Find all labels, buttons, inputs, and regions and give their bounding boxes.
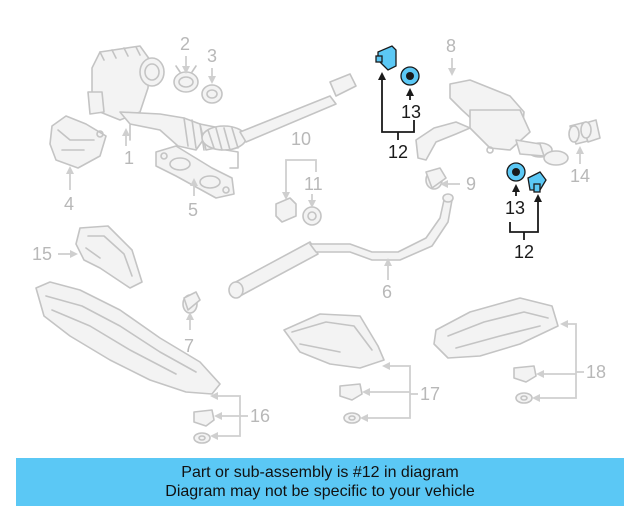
part-14-tail-pipe-tips[interactable] [568, 119, 601, 145]
part-5-flange-gasket[interactable] [155, 145, 235, 199]
callout-label-14: 14 [570, 166, 590, 186]
part-4-heat-shield[interactable] [49, 115, 107, 169]
part-17-bracket[interactable] [339, 383, 363, 424]
callout-label-15: 15 [32, 244, 52, 264]
callout-label-3: 3 [207, 46, 217, 66]
callout-label-12-lower: 12 [514, 242, 534, 262]
callout-label-2: 2 [180, 34, 190, 54]
callout-label-5: 5 [188, 200, 198, 220]
part-13-bushing-upper[interactable] [400, 66, 420, 86]
callout-label-12-upper: 12 [388, 142, 408, 162]
info-banner-line-1: Part or sub-assembly is #12 in diagram [181, 464, 459, 481]
part-11-bushing[interactable] [302, 206, 322, 226]
callout-label-8: 8 [446, 36, 456, 56]
part-3-gasket[interactable] [201, 84, 223, 104]
callout-label-9: 9 [466, 174, 476, 194]
part-2-clamp[interactable] [173, 65, 199, 93]
info-banner-line-2: Diagram may not be specific to your vehi… [165, 483, 475, 500]
part-18-heat-shield[interactable] [433, 297, 559, 359]
callout-label-18: 18 [586, 362, 606, 382]
part-10-hanger[interactable] [275, 197, 297, 223]
part-16-underbody-shield[interactable] [35, 281, 221, 395]
part-9-clamp[interactable] [425, 167, 447, 190]
callout-label-13-lower: 13 [505, 198, 525, 218]
callout-label-17: 17 [420, 384, 440, 404]
part-8-rear-muffler[interactable] [415, 79, 569, 166]
part-12-hanger-upper[interactable] [375, 45, 397, 71]
part-17-heat-shield[interactable] [283, 313, 385, 369]
part-12-hanger-lower[interactable] [527, 171, 547, 193]
part-6-intermediate-pipe[interactable] [228, 193, 454, 299]
callout-label-6: 6 [382, 282, 392, 302]
part-18-bracket[interactable] [513, 365, 537, 404]
part-7-clamp[interactable] [182, 291, 201, 314]
callout-label-16: 16 [250, 406, 270, 426]
part-16-bracket[interactable] [193, 409, 215, 444]
callout-label-4: 4 [64, 194, 74, 214]
callout-label-1: 1 [124, 148, 134, 168]
part-15-heat-shield[interactable] [75, 225, 143, 289]
callout-label-10: 10 [291, 129, 311, 149]
callout-label-7: 7 [184, 336, 194, 356]
part-13-bushing-lower[interactable] [506, 162, 526, 182]
callout-label-11: 11 [304, 174, 323, 194]
part-1-catalytic-converter[interactable] [87, 45, 357, 169]
callout-label-13-upper: 13 [401, 102, 421, 122]
info-banner: Part or sub-assembly is #12 in diagram D… [16, 458, 624, 506]
